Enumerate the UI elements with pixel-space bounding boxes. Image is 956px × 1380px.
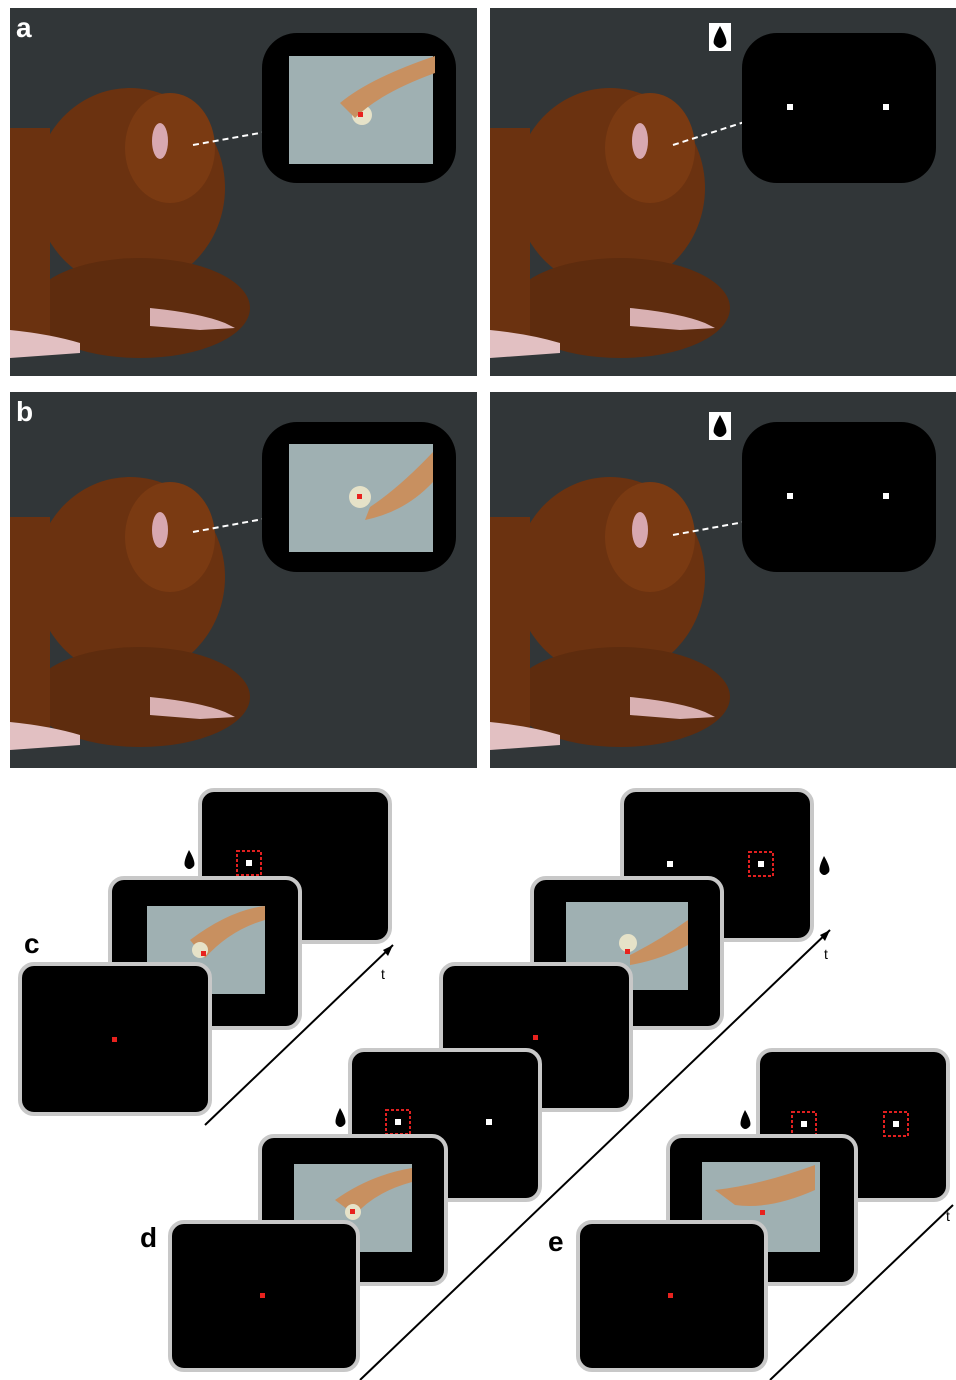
target-right (883, 493, 889, 499)
fixation-point (201, 951, 206, 956)
panel-b-left-scene (10, 422, 456, 750)
panel-a-right (490, 8, 956, 376)
monitor-screen (742, 33, 936, 183)
monkey-illustration (10, 477, 250, 750)
object-ball (619, 934, 637, 952)
time-axis-arrowhead (383, 945, 393, 956)
water-drop-icon (740, 1110, 751, 1129)
water-drop-icon (335, 1108, 346, 1127)
time-axis-arrowhead (820, 930, 830, 941)
target-point (667, 861, 673, 867)
sequence-e (576, 1048, 954, 1380)
panel-b-right-scene (490, 412, 936, 750)
fixation-point (625, 949, 630, 954)
fixation-point (357, 494, 362, 499)
fixation-point (668, 1293, 673, 1298)
monkey-hand-right (150, 308, 235, 330)
reward-box (236, 850, 262, 876)
panel-a-right-scene (490, 23, 936, 358)
panel-b-left: b (10, 392, 477, 768)
water-drop-icon (713, 26, 727, 48)
hand-grasp (190, 906, 265, 958)
monkey-hand-left (10, 330, 80, 358)
panel-a-left: a (10, 8, 477, 376)
panel-label-b: b (16, 396, 34, 427)
monkey-face (152, 123, 168, 159)
target-right (883, 104, 889, 110)
reward-box (883, 1111, 909, 1137)
hand-grasp (340, 56, 435, 118)
target-left (787, 104, 793, 110)
target-point (486, 1119, 492, 1125)
water-drop-icon (819, 856, 830, 875)
target-point (801, 1121, 807, 1127)
target-point (893, 1121, 899, 1127)
hand-reach (715, 1165, 815, 1206)
monkey-illustration (10, 88, 250, 358)
hand-grasp (335, 1168, 412, 1215)
time-axis-line (359, 929, 831, 1380)
fixation-point (350, 1209, 355, 1214)
fixation-point (260, 1293, 265, 1298)
panel-label-a: a (16, 12, 32, 43)
water-drop-icon (713, 415, 727, 437)
panel-a-left-scene (10, 33, 456, 358)
sequence-d (168, 1048, 542, 1372)
water-drop-icon (184, 850, 195, 869)
hand-point (365, 452, 433, 520)
monitor-screen (742, 422, 936, 572)
time-axis-line (769, 1204, 954, 1380)
fixation-point (112, 1037, 117, 1042)
panel-label-c: c (24, 928, 40, 959)
fixation-point (760, 1210, 765, 1215)
sequence-c (18, 788, 394, 1126)
time-axis-label-c-right: t (824, 946, 828, 962)
reward-box (748, 851, 774, 877)
panel-label-d: d (140, 1222, 158, 1253)
fixation-point (533, 1035, 538, 1040)
monkey-illustration (490, 477, 730, 750)
timeline-diagrams (18, 788, 954, 1380)
monkey-illustration (490, 88, 730, 358)
time-axis-line (204, 944, 394, 1126)
target-point (395, 1119, 401, 1125)
target-point (246, 860, 252, 866)
panel-label-e: e (548, 1226, 564, 1257)
fixation-point (358, 112, 363, 117)
panel-b-right (490, 392, 956, 768)
time-axis-label-e: t (946, 1208, 950, 1224)
time-axis-label-c: t (381, 966, 385, 982)
hand-point (630, 920, 688, 965)
target-point (758, 861, 764, 867)
target-left (787, 493, 793, 499)
